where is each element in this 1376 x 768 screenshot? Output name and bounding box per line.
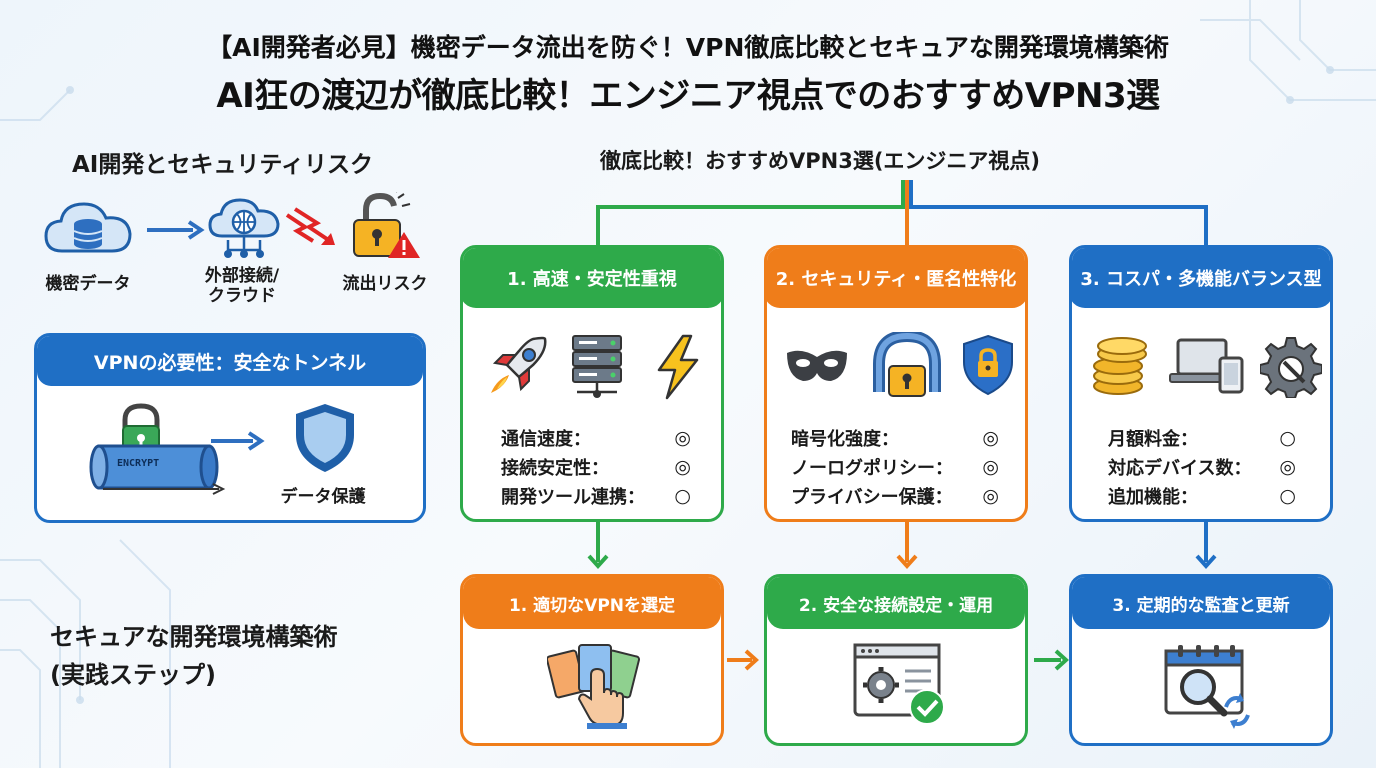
- broken-lock-warning-icon: [348, 187, 424, 266]
- spec-label: 接続安定性：: [501, 457, 609, 479]
- data-protection-label: データ保護: [280, 487, 366, 507]
- spec-rating: ◎: [982, 484, 999, 507]
- tunnel-direction-arrow: [103, 483, 226, 495]
- spec-rating: ◎: [674, 426, 691, 449]
- spec-label: ノーログポリシー：: [791, 457, 953, 479]
- spec-rating: ○: [1279, 484, 1296, 507]
- spec-label: 開発ツール連携：: [501, 486, 645, 508]
- page-subtitle: 【AI開発者必見】機密データ流出を防ぐ！VPN徹底比較とセキュアな開発環境構築術: [207, 33, 1169, 62]
- cloud-database-icon: [42, 196, 134, 262]
- spec-row: 追加機能： ○: [1108, 481, 1296, 510]
- devices-icon: [1168, 336, 1248, 400]
- gear-icon: [1259, 336, 1323, 402]
- spec-row: プライバシー保護： ◎: [791, 481, 999, 510]
- coins-icon: [1088, 336, 1154, 402]
- spec-row: 開発ツール連携： ○: [501, 481, 691, 510]
- spec-row: 月額料金： ○: [1108, 423, 1296, 452]
- hand-select-cards-icon: [546, 641, 643, 735]
- lightning-icon: [653, 334, 703, 404]
- arrow-right-icon: [147, 220, 205, 240]
- vpn-card-title: 2. セキュリティ・匿名性特化: [767, 248, 1025, 308]
- steps-heading: セキュアな開発環境構築術 (実践ステップ): [50, 623, 338, 690]
- spec-label: 暗号化強度：: [791, 428, 899, 450]
- spec-label: 通信速度：: [501, 428, 591, 450]
- settings-check-icon: [851, 641, 951, 735]
- shield-icon: [292, 401, 358, 479]
- step-select-vpn: 1. 適切なVPNを選定: [460, 574, 724, 746]
- step-title: 3. 定期的な監査と更新: [1072, 577, 1330, 629]
- spec-label: プライバシー保護：: [791, 486, 953, 508]
- spec-rating: ◎: [674, 455, 691, 478]
- mask-icon: [785, 343, 849, 391]
- arrow-right-icon: [211, 431, 265, 451]
- cloud-network-icon: [208, 194, 280, 268]
- spec-rating: ○: [674, 484, 691, 507]
- flow-label-cloud: 外部接続/ クラウド: [204, 266, 280, 306]
- vpn-card-value: 3. コスパ・多機能バランス型 月額料金：: [1069, 245, 1333, 522]
- vpn-card-speed: 1. 高速・安定性重視 通信速度： ◎ 接続安定性： ◎ 開発ツール連携： ○: [460, 245, 724, 522]
- step-title: 1. 適切なVPNを選定: [463, 577, 721, 629]
- spec-rating: ◎: [1279, 455, 1296, 478]
- spec-row: 対応デバイス数： ◎: [1108, 452, 1296, 481]
- padlock-icon: [871, 329, 943, 406]
- calendar-audit-icon: [1160, 641, 1256, 737]
- danger-arrow-icon: [285, 207, 335, 245]
- step-title: 2. 安全な接続設定・運用: [767, 577, 1025, 629]
- vpn-need-box: VPNの必要性：安全なトンネル ENCRYPT データ保護: [34, 333, 426, 523]
- flow-label-risk: 流出リスク: [342, 274, 428, 294]
- spec-rating: ○: [1279, 426, 1296, 449]
- spec-label: 追加機能：: [1108, 486, 1198, 508]
- spec-rating: ◎: [982, 426, 999, 449]
- spec-rating: ◎: [982, 455, 999, 478]
- tunnel-label: ENCRYPT: [117, 458, 160, 469]
- spec-label: 月額料金：: [1108, 428, 1198, 450]
- vpn-need-heading: VPNの必要性：安全なトンネル: [37, 336, 423, 386]
- spec-row: ノーログポリシー： ◎: [791, 452, 999, 481]
- flow-label-data: 機密データ: [45, 274, 131, 294]
- spec-row: 暗号化強度： ◎: [791, 423, 999, 452]
- risk-heading: AI開発とセキュリティリスク: [72, 152, 373, 178]
- spec-row: 接続安定性： ◎: [501, 452, 691, 481]
- rocket-icon: [483, 333, 551, 405]
- spec-label: 対応デバイス数：: [1108, 457, 1252, 479]
- encrypted-tunnel-icon: [89, 402, 229, 506]
- page-title: AI狂の渡辺が徹底比較！エンジニア視点でのおすすめVPN3選: [216, 76, 1160, 116]
- shield-lock-icon: [961, 334, 1015, 400]
- vpn-card-title: 1. 高速・安定性重視: [463, 248, 721, 308]
- spec-row: 通信速度： ◎: [501, 423, 691, 452]
- step-secure-connection: 2. 安全な接続設定・運用: [764, 574, 1028, 746]
- step-audit-update: 3. 定期的な監査と更新: [1069, 574, 1333, 746]
- vpn-card-title: 3. コスパ・多機能バランス型: [1072, 248, 1330, 308]
- vpn-card-security: 2. セキュリティ・匿名性特化 暗号化強度： ◎ ノーログポリシー： ◎ プライバシ…: [764, 245, 1028, 522]
- server-icon: [567, 334, 627, 404]
- recommend-heading: 徹底比較！おすすめVPN3選(エンジニア視点): [600, 149, 1041, 173]
